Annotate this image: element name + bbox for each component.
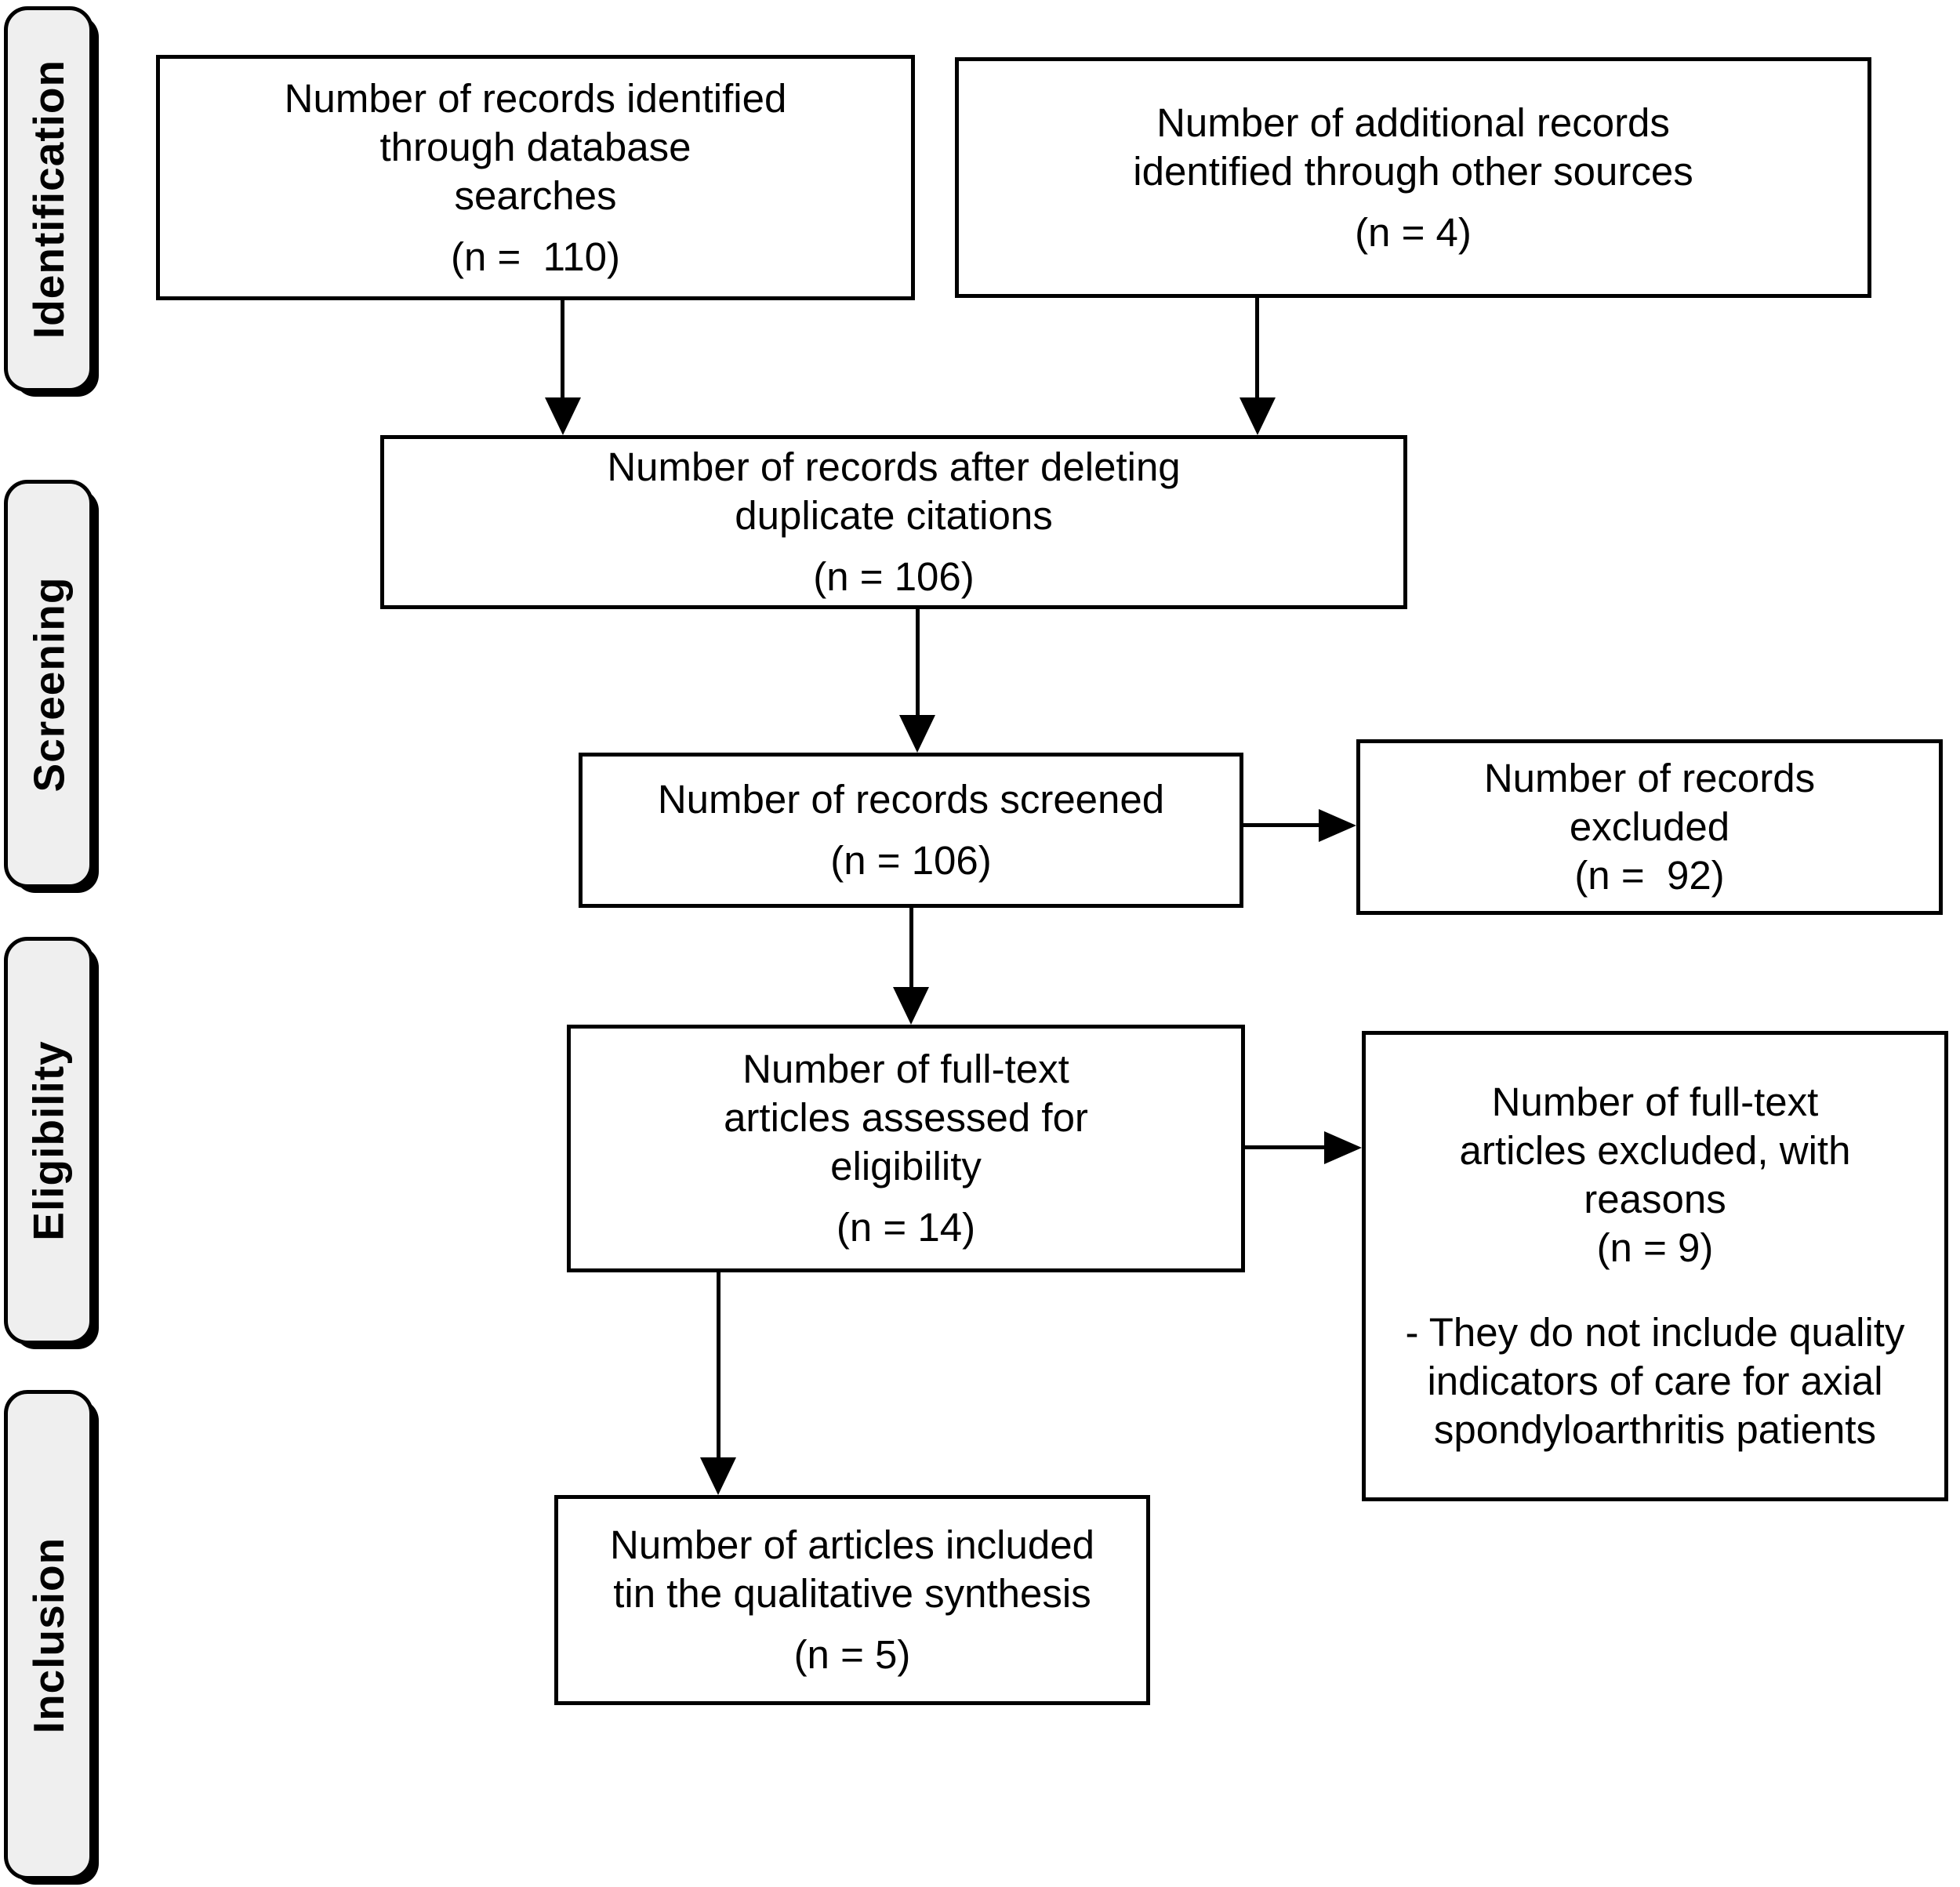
arrow-screened-to-excluded-stem: [1243, 823, 1319, 827]
box-n-count: (n = 106): [830, 838, 992, 883]
stage-label-screening: Screening: [4, 480, 93, 888]
flow-box-deduplicated-records: Number of records after deleting duplica…: [380, 435, 1407, 609]
box-n-count: (n = 92): [1574, 853, 1725, 898]
box-text-line: articles excluded, with: [1459, 1128, 1851, 1173]
stage-label-eligibility-text: Eligibility: [24, 1040, 73, 1241]
box-text-line: tin the qualitative synthesis: [613, 1571, 1091, 1616]
box-text-line: Number of records after deleting: [607, 445, 1181, 489]
stage-label-identification: Identification: [4, 6, 93, 392]
box-text-line: identified through other sources: [1133, 148, 1693, 194]
box-n-count: (n = 5): [793, 1632, 911, 1677]
box-n-count: (n = 106): [813, 554, 975, 599]
box-text-line: Number of articles included: [610, 1522, 1094, 1567]
stage-label-identification-text: Identification: [24, 59, 74, 339]
box-text-line: Number of full-text: [742, 1047, 1069, 1091]
box-text-line: Number of records screened: [657, 777, 1165, 822]
flow-box-fulltext-excluded: Number of full-text articles excluded, w…: [1362, 1031, 1948, 1501]
arrow-additional-to-dedup-head: [1240, 397, 1276, 435]
box-text-line: Number of full-text: [1491, 1080, 1819, 1124]
box-text-line: excluded: [1569, 804, 1730, 849]
box-n-count: (n = 14): [836, 1205, 976, 1250]
box-n-count: (n = 9): [1596, 1225, 1714, 1270]
box-text-line: searches: [454, 172, 617, 218]
arrow-additional-to-dedup-stem: [1255, 298, 1259, 397]
flow-box-records-excluded: Number of records excluded (n = 92): [1356, 739, 1943, 915]
flow-box-additional-records: Number of additional records identified …: [955, 57, 1871, 298]
arrow-dedup-to-screened-head: [899, 715, 935, 753]
flow-box-records-screened: Number of records screened (n = 106): [579, 753, 1243, 908]
box-n-count: (n = 110): [451, 234, 620, 279]
box-text-line: Number of additional records: [1156, 100, 1670, 145]
flow-box-fulltext-assessed: Number of full-text articles assessed fo…: [567, 1025, 1245, 1272]
arrow-screened-to-fulltext-head: [893, 987, 929, 1025]
box-n-count: (n = 4): [1355, 209, 1472, 255]
box-text-line: articles assessed for: [724, 1095, 1088, 1140]
arrow-identified-to-dedup-head: [545, 397, 581, 435]
box-text-line: eligibility: [830, 1144, 982, 1188]
arrow-fulltext-to-included-head: [700, 1457, 736, 1495]
exclusion-reason-line: spondyloarthritis patients: [1433, 1407, 1877, 1452]
flow-box-articles-included: Number of articles included tin the qual…: [554, 1495, 1150, 1705]
box-text-line: through database: [379, 124, 691, 169]
arrow-identified-to-dedup-stem: [561, 300, 564, 397]
stage-label-eligibility: Eligibility: [4, 937, 93, 1344]
box-text-line: duplicate citations: [735, 493, 1053, 538]
exclusion-reason-line: indicators of care for axial: [1427, 1359, 1883, 1403]
arrow-fulltext-to-excluded-stem: [1245, 1145, 1324, 1149]
flow-box-records-identified: Number of records identified through dat…: [156, 55, 915, 300]
arrow-screened-to-fulltext-stem: [909, 908, 913, 987]
stage-label-screening-text: Screening: [24, 576, 73, 792]
arrow-fulltext-to-excluded-head: [1324, 1131, 1362, 1164]
stage-label-inclusion: Inclusion: [4, 1390, 93, 1880]
arrow-dedup-to-screened-stem: [916, 609, 920, 715]
exclusion-reason-line: - They do not include quality: [1405, 1310, 1905, 1355]
box-text-line: Number of records identified: [284, 75, 787, 121]
arrow-fulltext-to-included-stem: [717, 1272, 720, 1457]
stage-label-inclusion-text: Inclusion: [24, 1537, 73, 1733]
box-text-line: reasons: [1584, 1177, 1726, 1221]
box-text-line: Number of records: [1483, 756, 1816, 800]
arrow-screened-to-excluded-head: [1319, 809, 1356, 842]
